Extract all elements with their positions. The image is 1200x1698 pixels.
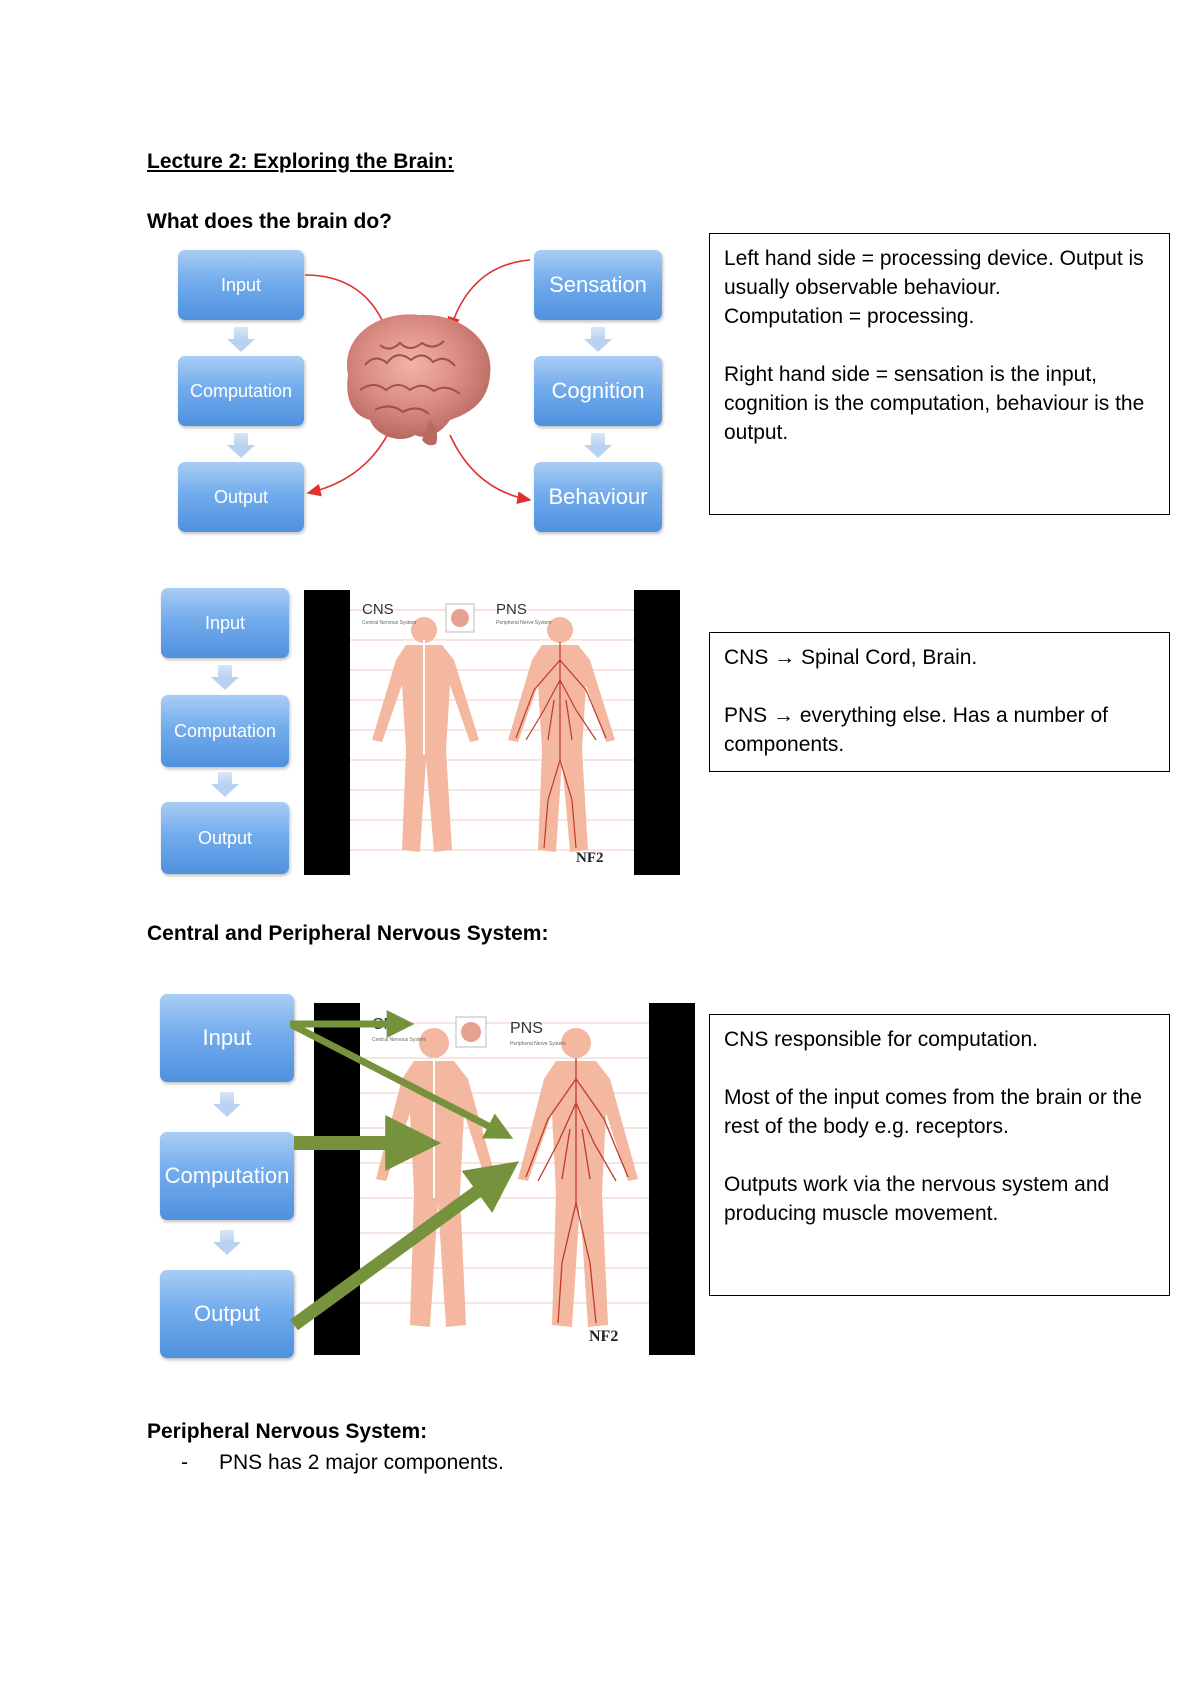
flow-box-output: Output [161, 802, 289, 874]
flow-box-input: Input [178, 250, 304, 320]
bullet-item: PNS has 2 major components. [219, 1451, 504, 1474]
section-heading: Central and Peripheral Nervous System: [147, 922, 549, 945]
flow-box-computation: Computation [160, 1132, 294, 1220]
figure-sublabel-cns: Central Nervous System [362, 620, 416, 626]
note-text: CNS → Spinal Cord, Brain. [724, 646, 978, 669]
note-text: Outputs work via the nervous system and … [724, 1173, 1110, 1225]
note-text: Computation = processing. [724, 305, 975, 328]
figure-sublabel-cns: Central Nervous System [372, 1037, 426, 1043]
arrow-output-to-pns [290, 1161, 519, 1331]
note-box-brain-function: Left hand side = processing device. Outp… [709, 233, 1170, 515]
page-title: Lecture 2: Exploring the Brain: [147, 150, 454, 173]
figure-sublabel-pns: Peripheral Nerve System [496, 620, 552, 626]
nervous-system-figure: CNS Central Nervous System PNS Periphera… [304, 590, 680, 875]
flow-box-input: Input [160, 994, 294, 1082]
note-text: Right hand side = sensation is the input… [724, 363, 1145, 444]
flow-box-computation: Computation [161, 695, 289, 767]
section-heading: Peripheral Nervous System: [147, 1420, 428, 1443]
figure-label-pns: PNS [496, 601, 527, 618]
note-text: Left hand side = processing device. Outp… [724, 247, 1144, 299]
figure-label-cns: CNS [362, 601, 394, 618]
brain-illustration [304, 259, 532, 505]
note-text: PNS → everything else. Has a number of c… [724, 704, 1109, 756]
note-box-computation: CNS responsible for computation. Most of… [709, 1014, 1170, 1296]
bullet-dash: - [181, 1451, 188, 1474]
arrow-input-to-pns [290, 1020, 514, 1139]
question-heading: What does the brain do? [147, 210, 392, 233]
flow-box-input: Input [161, 588, 289, 658]
figure-label-pns: PNS [510, 1020, 543, 1037]
figure-logo: NF2 [589, 1328, 618, 1345]
flow-box-sensation: Sensation [534, 250, 662, 320]
note-box-cns-pns: CNS → Spinal Cord, Brain. PNS → everythi… [709, 632, 1170, 772]
figure-sublabel-pns: Peripheral Nerve System [510, 1041, 566, 1047]
flow-box-computation: Computation [178, 356, 304, 426]
flow-box-output: Output [178, 462, 304, 532]
figure-logo: NF2 [576, 850, 604, 866]
note-text: Most of the input comes from the brain o… [724, 1086, 1142, 1138]
green-arrows [290, 1010, 519, 1331]
flow-box-output: Output [160, 1270, 294, 1358]
flow-box-cognition: Cognition [534, 356, 662, 426]
note-text: CNS responsible for computation. [724, 1028, 1038, 1051]
flow-box-behaviour: Behaviour [534, 462, 662, 532]
